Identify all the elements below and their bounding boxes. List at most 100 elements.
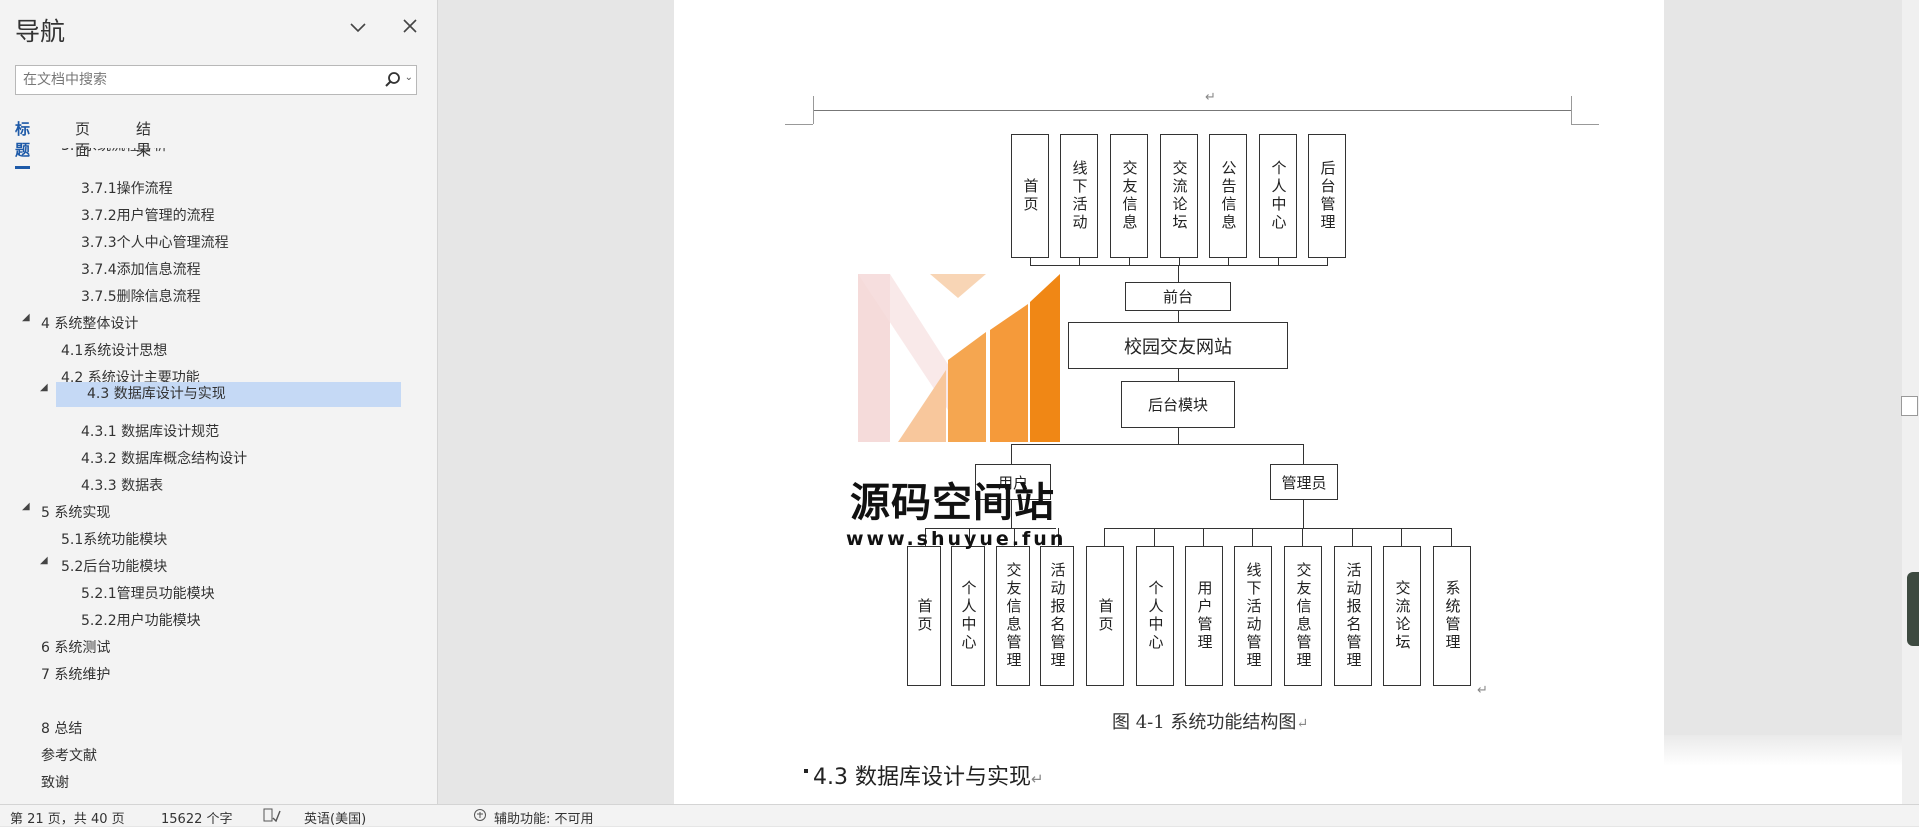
- scroll-indicator-box[interactable]: [1901, 396, 1918, 416]
- crop-mark: [813, 96, 814, 124]
- proofing-icon[interactable]: [263, 808, 281, 826]
- search-options-chevron-icon[interactable]: ⌄: [404, 72, 413, 83]
- user-function-box: 首页: [907, 546, 941, 686]
- language-indicator[interactable]: 英语(美国): [304, 812, 367, 827]
- tab-pages[interactable]: 页面: [75, 120, 91, 159]
- collapse-triangle-icon[interactable]: ◢: [40, 382, 48, 393]
- tree-item[interactable]: 3.7.2用户管理的流程: [81, 208, 215, 224]
- tree-item[interactable]: 5.2后台功能模块: [61, 559, 168, 575]
- admin-function-box: 个人中心: [1136, 546, 1174, 686]
- tree-item[interactable]: 4.3.2 数据库概念结构设计: [81, 451, 248, 467]
- page-count[interactable]: 第 21 页，共 40 页: [10, 812, 125, 827]
- tree-item[interactable]: 8 总结: [41, 721, 83, 737]
- admin-function-box: 线下活动管理: [1234, 546, 1272, 686]
- tree-item[interactable]: 3.7.3个人中心管理流程: [81, 235, 229, 251]
- user-box: 用户: [975, 464, 1051, 500]
- connector-line: [1014, 528, 1015, 546]
- user-function-box: 交友信息管理: [996, 546, 1030, 686]
- scrollbar-thumb[interactable]: [1907, 572, 1919, 646]
- connector-line: [1451, 528, 1452, 546]
- tree-item[interactable]: 4.1系统设计思想: [61, 343, 168, 359]
- top-module-box: 交流论坛: [1160, 134, 1198, 258]
- word-count[interactable]: 15622 个字: [161, 812, 233, 827]
- connector-line: [1178, 265, 1179, 282]
- tree-item[interactable]: 3.7系统流程分析: [61, 148, 167, 159]
- admin-function-box: 系统管理: [1433, 546, 1471, 686]
- connector-line: [1011, 500, 1012, 528]
- chevron-down-icon[interactable]: [345, 14, 371, 40]
- nav-title: 导航: [15, 17, 66, 46]
- collapse-triangle-icon[interactable]: ◢: [22, 501, 30, 512]
- tree-item[interactable]: 4.3.3 数据表: [81, 478, 164, 494]
- tree-item[interactable]: 5.2.1管理员功能模块: [81, 586, 215, 602]
- tree-item-selected[interactable]: 4.3 数据库设计与实现: [56, 382, 401, 407]
- connector-line: [1178, 369, 1179, 381]
- section-heading: 4.3 数据库设计与实现↵: [804, 759, 1044, 791]
- tab-results[interactable]: 结果: [136, 120, 152, 159]
- top-module-box: 线下活动: [1060, 134, 1098, 258]
- connector-line: [1129, 258, 1130, 266]
- tree-item[interactable]: 4 系统整体设计: [41, 316, 139, 332]
- tree-item[interactable]: 致谢: [41, 775, 69, 788]
- crop-mark: [785, 124, 813, 125]
- tree-item[interactable]: 7 系统维护: [41, 667, 111, 683]
- connector-line: [1303, 444, 1304, 464]
- user-function-box: 活动报名管理: [1040, 546, 1074, 686]
- admin-function-box: 交友信息管理: [1284, 546, 1322, 686]
- collapse-triangle-icon[interactable]: ◢: [40, 148, 50, 159]
- connector-line: [969, 528, 970, 546]
- connector-line: [925, 528, 926, 546]
- search-icon[interactable]: [384, 71, 402, 89]
- top-module-box: 个人中心: [1259, 134, 1297, 258]
- front-end-box: 前台: [1125, 282, 1231, 311]
- collapse-triangle-icon[interactable]: ◢: [22, 312, 30, 323]
- search-input[interactable]: [16, 66, 366, 94]
- connector-line: [1352, 528, 1353, 546]
- connector-line: [1401, 528, 1402, 546]
- connector-line: [1011, 444, 1303, 445]
- tab-headings[interactable]: 标题: [15, 118, 31, 169]
- connector-line: [1079, 258, 1080, 266]
- close-icon[interactable]: [397, 14, 423, 40]
- crop-mark: [1571, 124, 1599, 125]
- paragraph-mark: ↵: [1205, 90, 1216, 105]
- status-bar: 第 21 页，共 40 页 15622 个字 英语(美国) 辅助功能: 不可用: [0, 804, 1919, 827]
- navigation-pane: 导航 ⌄ 标题 页面 结果 3.7系统流程分析 ◢ 3.7.1操作流程 3.7.…: [0, 0, 438, 804]
- accessibility-status[interactable]: 辅助功能: 不可用: [494, 812, 594, 827]
- connector-line: [1303, 500, 1304, 528]
- tree-item[interactable]: 3.7.1操作流程: [81, 181, 173, 197]
- connector-line: [1179, 258, 1180, 266]
- top-module-box: 首页: [1011, 134, 1049, 258]
- tree-item[interactable]: 参考文献: [41, 748, 97, 764]
- accessibility-icon[interactable]: [472, 808, 488, 826]
- admin-box: 管理员: [1270, 464, 1338, 500]
- connector-line: [1011, 444, 1012, 464]
- connector-line: [1058, 528, 1059, 546]
- heading-tree: 3.7系统流程分析 ◢ 3.7.1操作流程 3.7.2用户管理的流程 3.7.3…: [0, 148, 437, 788]
- tree-item[interactable]: 5.2.2用户功能模块: [81, 613, 201, 629]
- user-function-box: 个人中心: [951, 546, 985, 686]
- connector-line: [1302, 528, 1303, 546]
- connector-line: [1104, 528, 1105, 546]
- connector-line: [1252, 528, 1253, 546]
- watermark-logo: [858, 274, 1060, 442]
- connector-line: [1228, 258, 1229, 266]
- connector-line: [1178, 311, 1179, 322]
- top-module-box: 后台管理: [1308, 134, 1346, 258]
- search-box: ⌄: [15, 65, 417, 95]
- connector-line: [1154, 528, 1155, 546]
- tree-item[interactable]: 4.3.1 数据库设计规范: [81, 424, 220, 440]
- figure-caption: 图 4-1 系统功能结构图↵: [1112, 712, 1309, 733]
- connector-line: [1104, 528, 1451, 529]
- collapse-triangle-icon[interactable]: ◢: [40, 555, 48, 566]
- tree-item[interactable]: 3.7.4添加信息流程: [81, 262, 201, 278]
- site-box: 校园交友网站: [1068, 322, 1288, 369]
- tree-item[interactable]: 5.1系统功能模块: [61, 532, 168, 548]
- top-module-box: 公告信息: [1209, 134, 1247, 258]
- crop-mark: [1571, 96, 1572, 124]
- tree-item[interactable]: 6 系统测试: [41, 640, 111, 656]
- top-module-box: 交友信息: [1110, 134, 1148, 258]
- header-rule: [813, 110, 1571, 111]
- tree-item[interactable]: 5 系统实现: [41, 505, 111, 521]
- tree-item[interactable]: 3.7.5删除信息流程: [81, 289, 201, 305]
